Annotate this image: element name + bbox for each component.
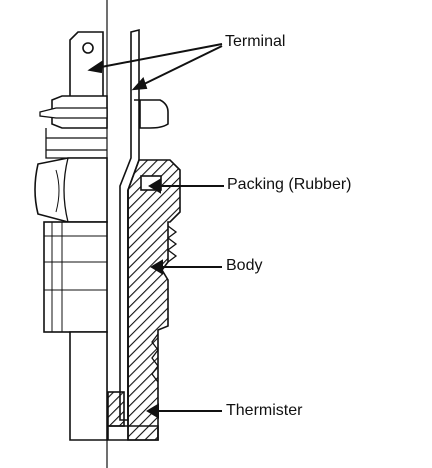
hex-nut: [34, 157, 108, 223]
collar: [39, 95, 169, 159]
threaded-shank: [43, 221, 108, 333]
packing-label: Packing (Rubber): [227, 176, 352, 193]
body-label: Body: [226, 257, 263, 274]
thermistor-element: [107, 391, 159, 441]
terminal-tab: [69, 31, 104, 99]
leader-lines: [87, 43, 224, 419]
probe-tip: [69, 331, 108, 441]
thermister-label: Thermister: [226, 402, 303, 419]
body-section: [127, 159, 181, 441]
terminal-label: Terminal: [225, 33, 286, 50]
